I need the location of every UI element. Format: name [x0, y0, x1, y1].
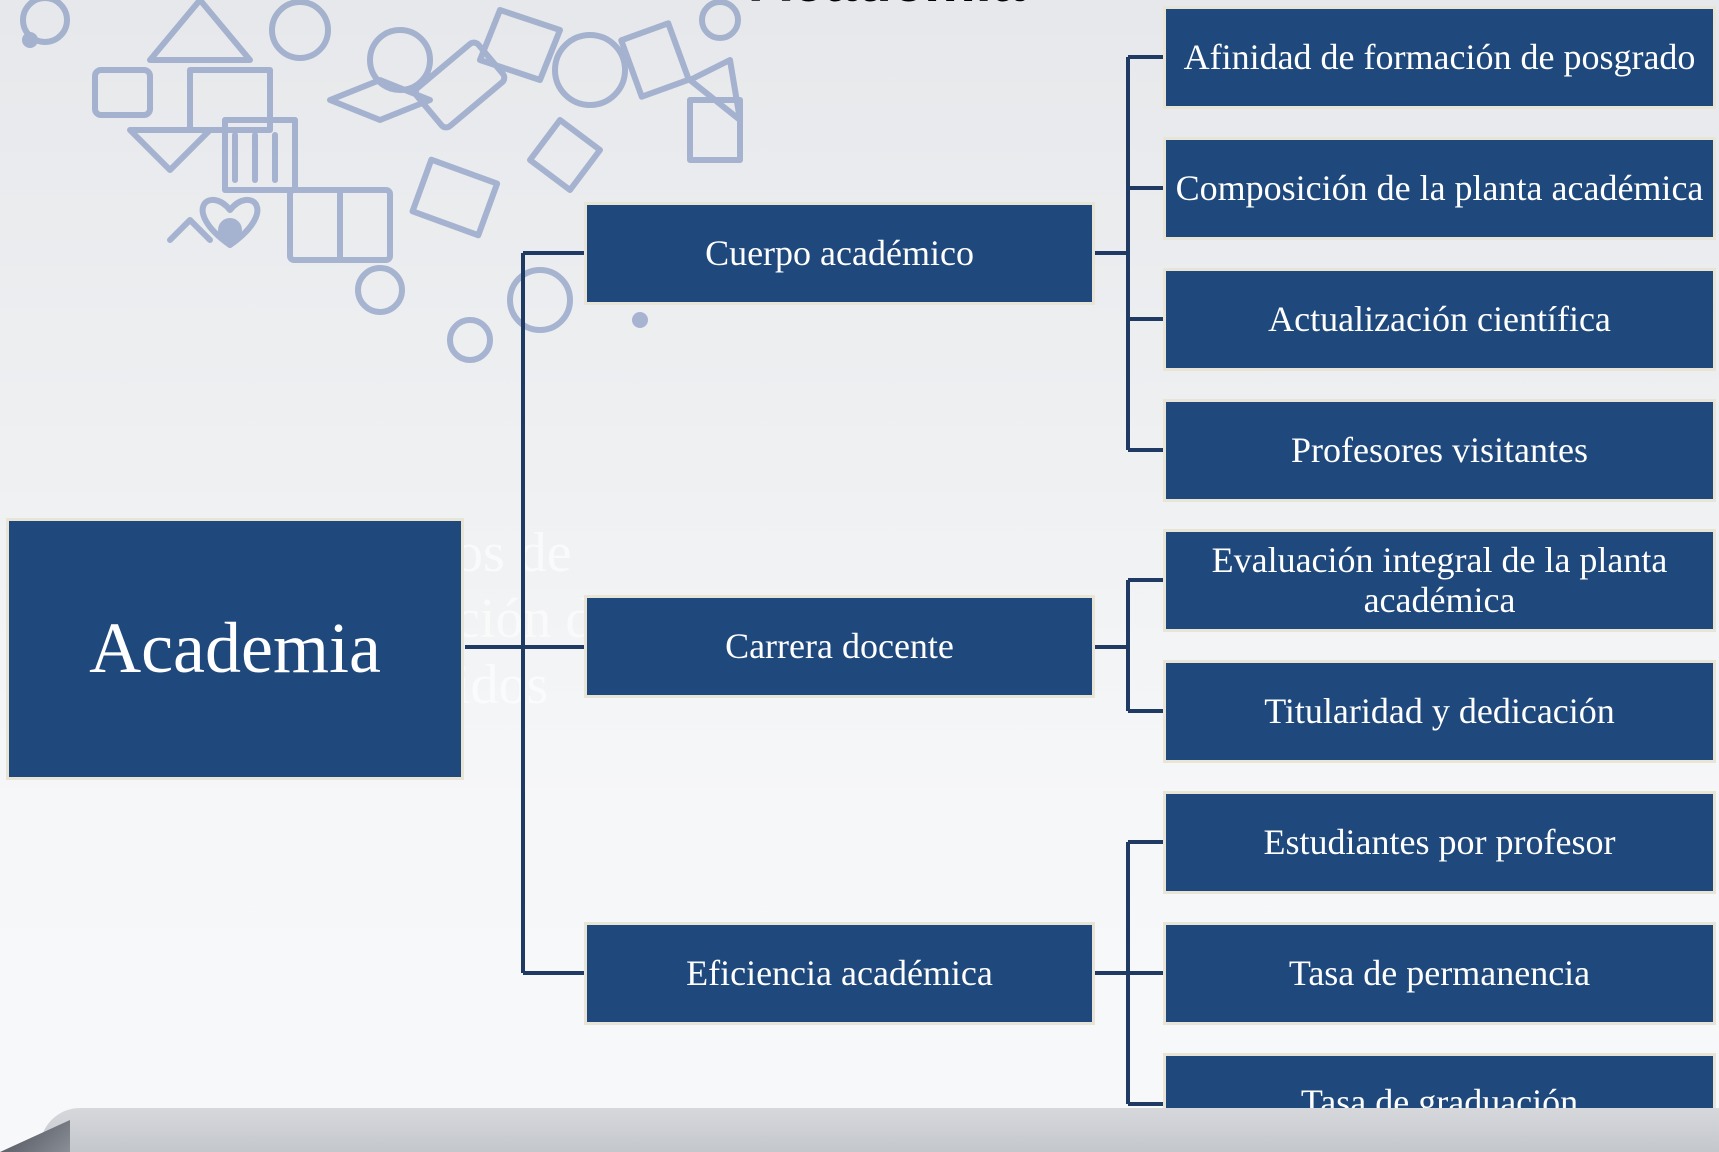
planet-icon [367, 27, 433, 93]
leaf-composicion-planta: Composición de la planta académica [1163, 137, 1716, 240]
leaf-profesores-visitantes: Profesores visitantes [1163, 399, 1716, 502]
leaf-label: Titularidad y dedicación [1264, 690, 1615, 731]
node-label: Eficiencia académica [686, 952, 993, 993]
leaf-estudiantes-por-profesor: Estudiantes por profesor [1163, 791, 1716, 894]
cube-icon [92, 67, 153, 118]
node-carrera-docente: Carrera docente [584, 595, 1095, 698]
leaf-label: Profesores visitantes [1291, 429, 1588, 470]
leaf-titularidad-dedicacion: Titularidad y dedicación [1163, 660, 1716, 763]
node-root-label: Academia [89, 608, 381, 689]
plus-icon [447, 317, 493, 363]
envelope-icon [477, 7, 563, 83]
column-icon [687, 97, 743, 163]
node-label: Carrera docente [725, 625, 954, 666]
node-cuerpo-academico: Cuerpo académico [584, 202, 1095, 305]
leaf-label: Estudiantes por profesor [1263, 821, 1616, 862]
gear-icon [507, 267, 573, 333]
clock-icon [355, 265, 405, 315]
leaf-label: Tasa de permanencia [1288, 952, 1591, 993]
leaf-label: Composición de la planta académica [1175, 167, 1704, 208]
triangle-icon [147, 0, 253, 63]
bottom-decoration [40, 1108, 1719, 1152]
gear-icon [269, 0, 331, 61]
paper-icon [409, 156, 501, 239]
leaf-afinidad-formacion: Afinidad de formación de posgrado [1163, 6, 1716, 109]
ruler-icon [412, 39, 508, 131]
notebook-icon [618, 20, 692, 100]
palette-icon [552, 32, 628, 108]
envelope-icon [127, 127, 213, 173]
gear-icon [20, 0, 70, 45]
bank-icon [222, 117, 298, 193]
laptop-icon [187, 67, 273, 133]
diamond-icon [527, 117, 603, 193]
node-eficiencia-academica: Eficiencia académica [584, 922, 1095, 1025]
page-title: Academia [750, 0, 1024, 15]
leaf-actualizacion-cientifica: Actualización científica [1163, 268, 1716, 371]
leaf-label: Actualización científica [1268, 298, 1611, 339]
leaf-tasa-permanencia: Tasa de permanencia [1163, 922, 1716, 1025]
leaf-evaluacion-integral: Evaluación integral de la planta académi… [1163, 529, 1716, 632]
cross-icon [218, 218, 242, 242]
graduation-cap-icon [327, 77, 433, 123]
leaf-label: Evaluación integral de la planta académi… [1211, 539, 1668, 620]
node-label: Cuerpo académico [705, 232, 974, 273]
node-root: Academia [6, 518, 464, 780]
heart-icon [199, 197, 261, 248]
leaf-label: Afinidad de formación de posgrado [1183, 36, 1696, 77]
background-doodles [20, 0, 743, 363]
